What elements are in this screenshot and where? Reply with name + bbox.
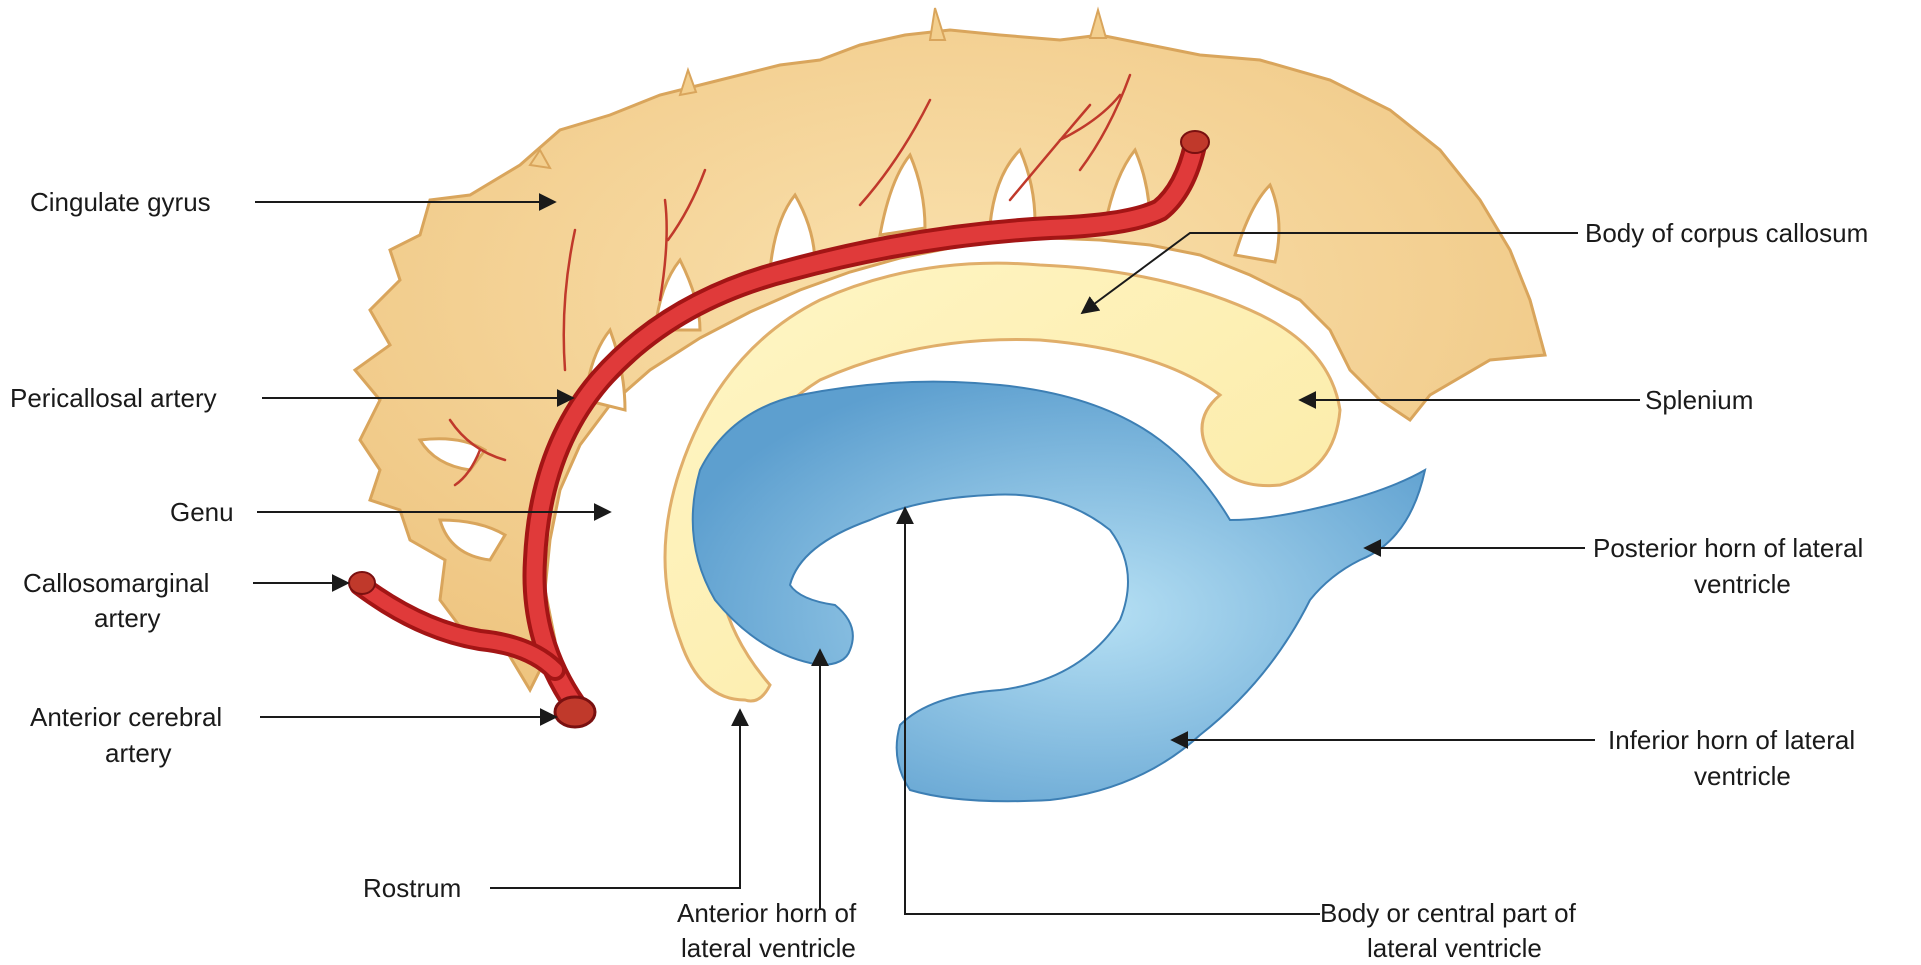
label-splenium: Splenium xyxy=(1645,385,1753,415)
label-body-of-corpus-callosum: Body of corpus callosum xyxy=(1585,218,1868,248)
label-cingulate-gyrus: Cingulate gyrus xyxy=(30,187,211,217)
label-anterior-cerebral-artery-line2: artery xyxy=(105,738,171,768)
label-posterior-horn-line2: ventricle xyxy=(1694,569,1791,599)
label-callosomarginal-artery-line1: Callosomarginal xyxy=(23,568,209,598)
label-callosomarginal-artery-line2: artery xyxy=(94,603,160,633)
label-inferior-horn-line2: ventricle xyxy=(1694,761,1791,791)
label-pericallosal-artery: Pericallosal artery xyxy=(10,383,217,413)
label-posterior-horn-line1: Posterior horn of lateral xyxy=(1593,533,1863,563)
label-body-central-part-line1: Body or central part of xyxy=(1320,898,1577,928)
label-rostrum: Rostrum xyxy=(363,873,461,903)
label-anterior-horn-line2: lateral ventricle xyxy=(681,933,856,963)
label-anterior-cerebral-artery-line1: Anterior cerebral xyxy=(30,702,222,732)
label-inferior-horn-line1: Inferior horn of lateral xyxy=(1608,725,1855,755)
label-anterior-horn-line1: Anterior horn of xyxy=(677,898,857,928)
label-genu: Genu xyxy=(170,497,234,527)
label-body-central-part-line2: lateral ventricle xyxy=(1367,933,1542,963)
